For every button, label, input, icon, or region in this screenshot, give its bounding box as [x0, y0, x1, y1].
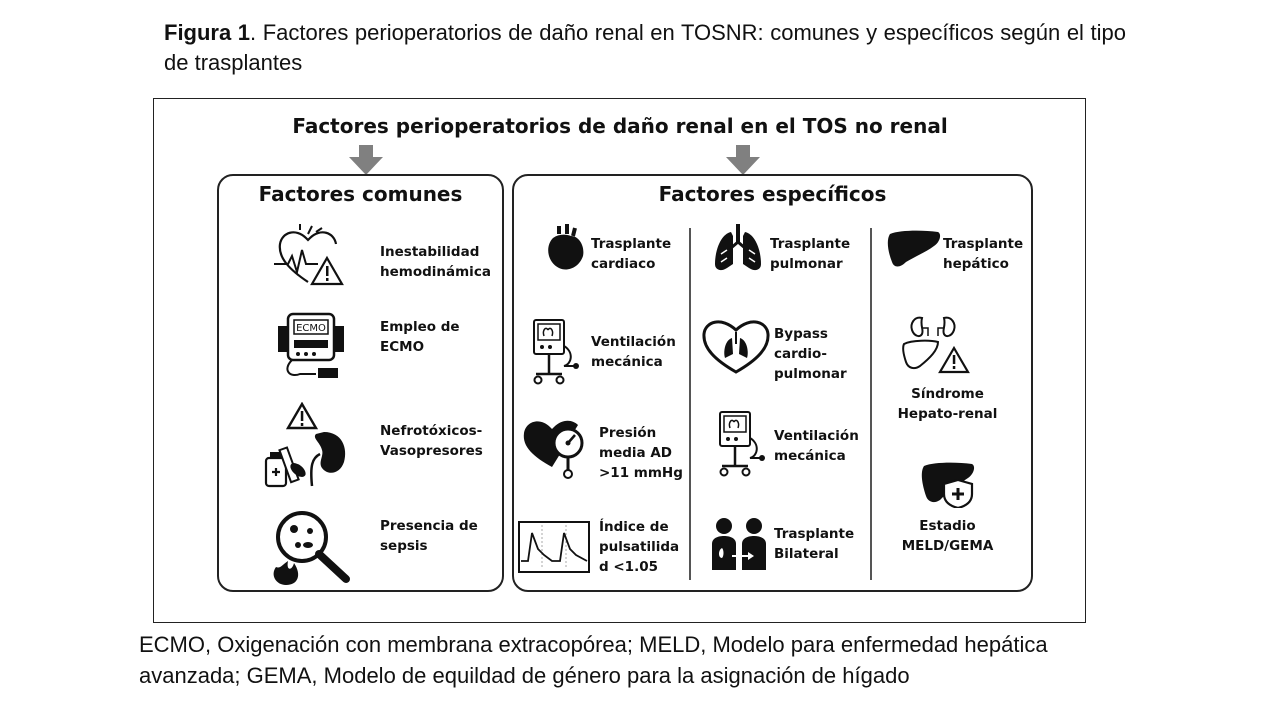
- column-divider: [870, 228, 872, 580]
- ventilator-icon: [719, 411, 765, 477]
- hepatorenal-icon: [902, 316, 970, 374]
- ventilator-icon: [533, 319, 579, 385]
- ecmo-machine-icon: ECMO: [278, 312, 344, 378]
- figure-caption-text: . Factores perioperatorios de daño renal…: [164, 20, 1126, 75]
- column-divider: [689, 228, 691, 580]
- sepsis-magnifier-icon: [273, 511, 350, 585]
- specific-factors-panel: [512, 174, 1033, 592]
- down-arrow-icon: [349, 145, 383, 175]
- bilateral-transplant-icon: [712, 518, 766, 570]
- svg-text:ECMO: ECMO: [296, 323, 326, 334]
- liver-shield-icon: [921, 462, 975, 508]
- common-item-label: Nefrotóxicos-Vasopresores: [380, 423, 483, 459]
- abbreviations-footnote: ECMO, Oxigenación con membrana extracopó…: [139, 632, 1048, 688]
- down-arrow-icon: [726, 145, 760, 175]
- heart-lungs-icon: [702, 320, 770, 374]
- figure-label: Figura 1: [164, 20, 251, 45]
- common-factors-panel: [217, 174, 504, 592]
- specific-factors-title: Factores específicos: [658, 182, 887, 206]
- figure-frame: [153, 98, 1086, 623]
- kidney-drugs-icon: [264, 402, 346, 488]
- diagram-title: Factores perioperatorios de daño renal e…: [292, 114, 948, 138]
- heart-warning-icon: [274, 224, 344, 286]
- pulse-waveform-icon: [518, 521, 590, 573]
- liver-icon: [887, 230, 941, 267]
- heart-gauge-icon: [523, 420, 584, 479]
- heart-organ-icon: [548, 224, 584, 270]
- common-factors-title: Factores comunes: [258, 182, 463, 206]
- figure-caption: Figura 1. Factores perioperatorios de da…: [164, 18, 1126, 78]
- lungs-icon: [715, 224, 761, 271]
